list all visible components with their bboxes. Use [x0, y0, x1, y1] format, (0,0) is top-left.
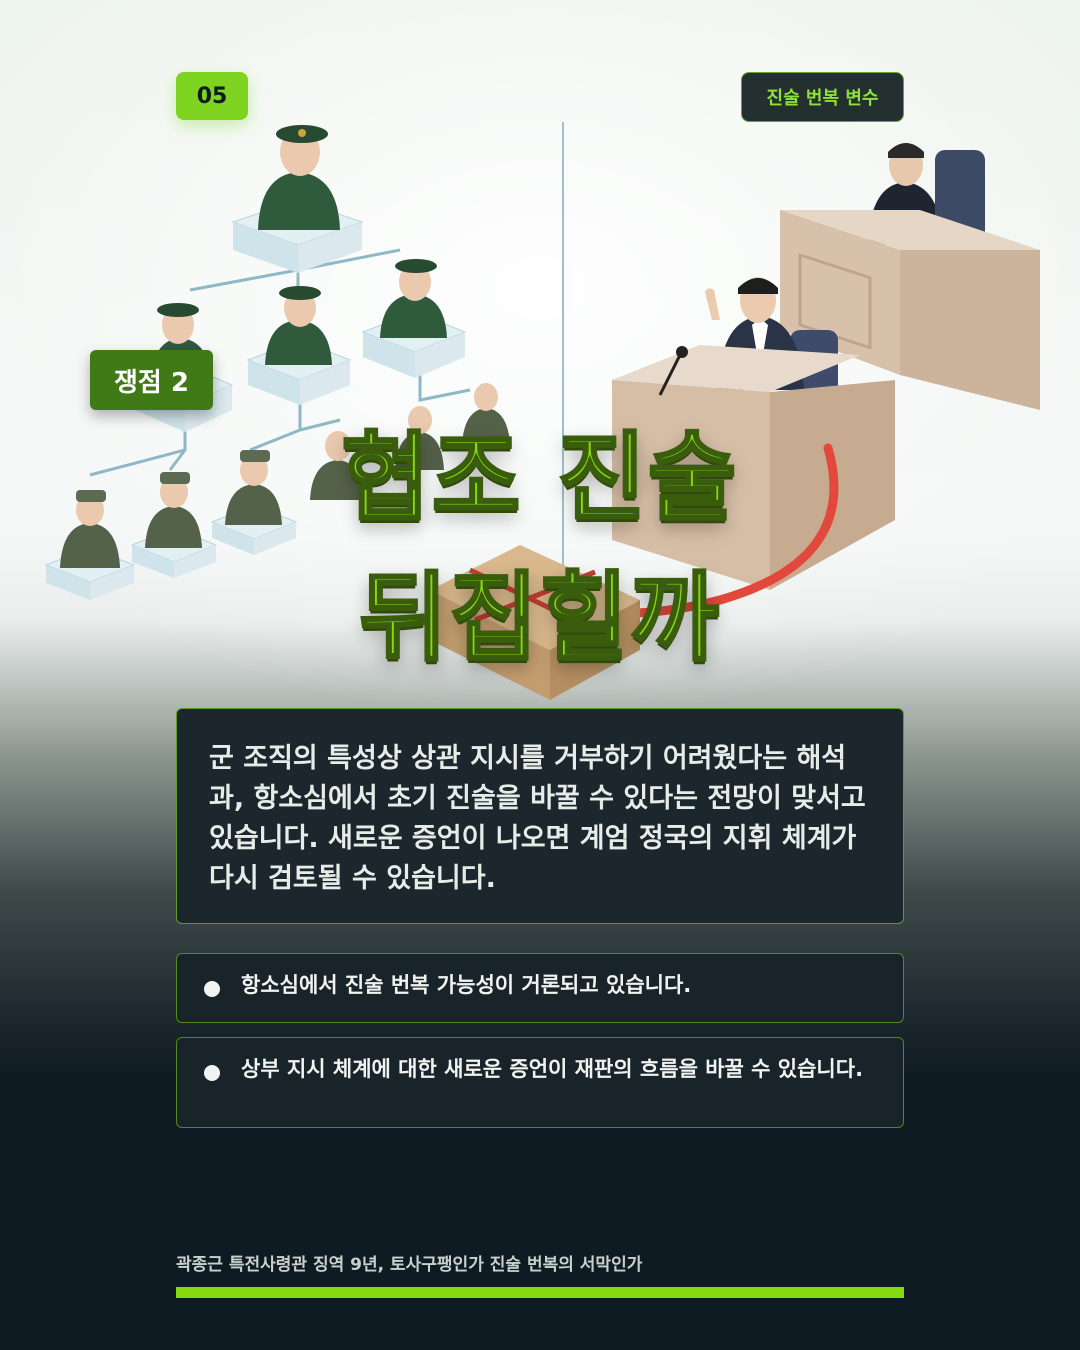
document-bundle — [430, 545, 640, 700]
description-panel: 군 조직의 특성상 상관 지시를 거부하기 어려웠다는 해석과, 항소심에서 초… — [176, 708, 904, 924]
description-text: 군 조직의 특성상 상관 지시를 거부하기 어려웠다는 해석과, 항소심에서 초… — [209, 743, 866, 894]
issue-label: 쟁점 2 — [90, 350, 213, 410]
witness-stand — [612, 277, 895, 590]
bullet-dot-icon — [204, 981, 220, 997]
bullet-text: 항소심에서 진술 번복 가능성이 거론되고 있습니다. — [241, 973, 692, 997]
bullet-item: 상부 지시 체계에 대한 새로운 증언이 재판의 흐름을 바꿀 수 있습니다. — [176, 1037, 904, 1128]
headline-line2: 뒤집힐까 — [358, 562, 721, 674]
footer-caption: 곽종근 특전사령관 징역 9년, 토사구팽인가 진술 번복의 서막인가 — [176, 1255, 643, 1275]
soldiers-bottom — [44, 383, 510, 600]
footer-accent-bar — [176, 1287, 904, 1298]
headline-line1: 협조 진술 — [340, 422, 739, 534]
officer-top — [231, 125, 364, 273]
bullet-text: 상부 지시 체계에 대한 새로운 증언이 재판의 흐름을 바꿀 수 있습니다. — [241, 1057, 864, 1081]
bullet-dot-icon — [204, 1065, 220, 1081]
bullet-item: 항소심에서 진술 번복 가능성이 거론되고 있습니다. — [176, 953, 904, 1023]
topic-tag: 진술 번복 변수 — [741, 72, 904, 122]
section-number-badge: 05 — [176, 72, 248, 120]
